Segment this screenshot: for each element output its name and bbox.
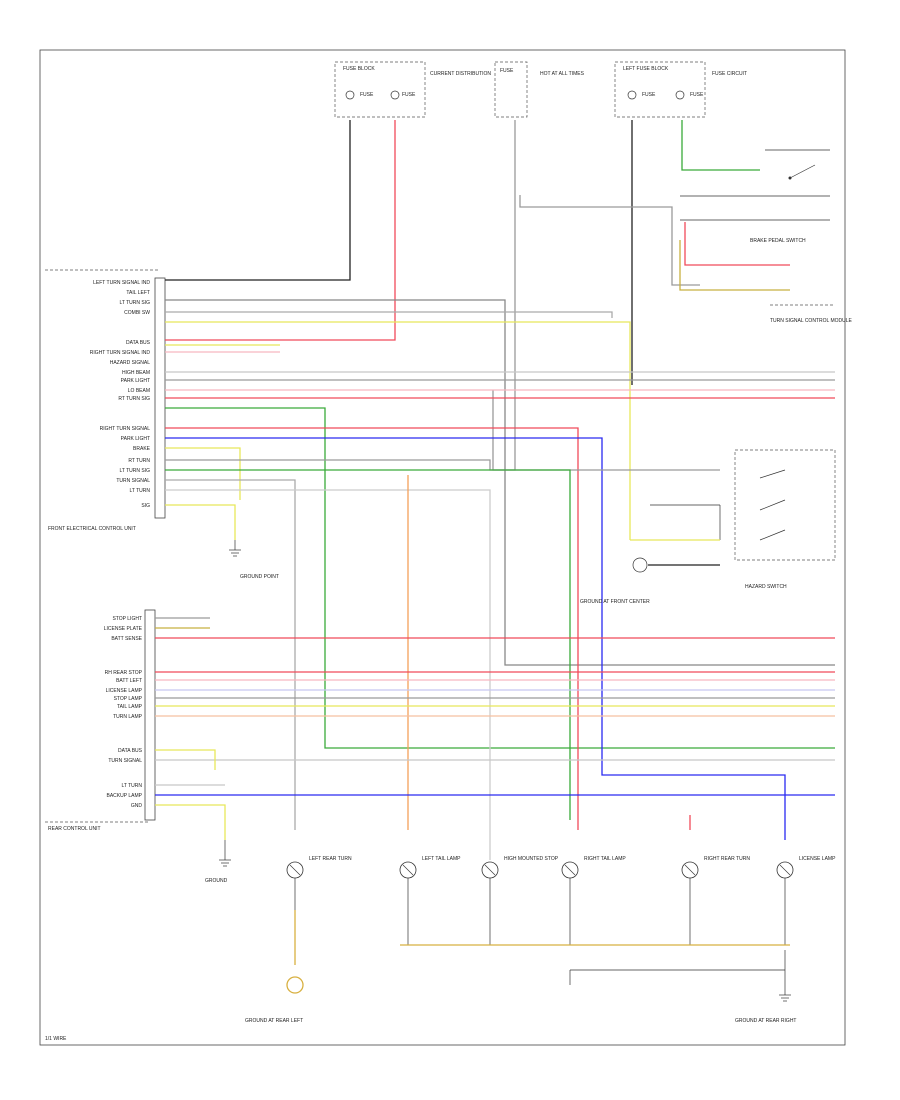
rear-pin-label: TURN SIGNAL bbox=[108, 758, 142, 764]
front-pin-label: RT TURN SIG bbox=[118, 396, 150, 402]
diagram-frame bbox=[39, 49, 846, 1046]
lamp-icon: LEFT REAR TURN bbox=[286, 856, 352, 945]
front-pin-label: LT TURN bbox=[129, 488, 150, 494]
front-pin-label: SIG bbox=[141, 503, 150, 509]
rear-pin-label: GND bbox=[131, 803, 143, 809]
svg-text:FUSE: FUSE bbox=[642, 92, 656, 98]
front-pin-label: HIGH BEAM bbox=[122, 370, 150, 376]
fuse-block-title: FUSE BLOCK bbox=[343, 66, 375, 72]
fuse-block-top-left: FUSE BLOCK FUSE FUSE CURRENT DISTRIBUTIO… bbox=[334, 61, 491, 118]
rear-pin-label: LICENSE PLATE bbox=[104, 626, 143, 632]
svg-text:FUSE CIRCUIT: FUSE CIRCUIT bbox=[712, 71, 747, 77]
lamp-icon: HIGH MOUNTED STOP bbox=[481, 856, 559, 945]
svg-text:FUSE: FUSE bbox=[500, 68, 514, 74]
front-pin-label: RIGHT TURN SIGNAL IND bbox=[90, 350, 151, 356]
svg-text:HOT AT ALL TIMES: HOT AT ALL TIMES bbox=[540, 71, 585, 77]
front-pin-label: LT TURN SIG bbox=[119, 300, 150, 306]
ground-icon bbox=[219, 840, 231, 867]
front-pin-label: HAZARD SIGNAL bbox=[110, 360, 151, 366]
front-pin-label: PARK LIGHT bbox=[121, 378, 150, 384]
svg-text:LEFT FUSE BLOCK: LEFT FUSE BLOCK bbox=[623, 66, 669, 72]
ground-label-mid: GROUND AT FRONT CENTER bbox=[580, 599, 650, 605]
lamp-label: RIGHT TAIL LAMP bbox=[584, 856, 626, 862]
ground-icon bbox=[229, 540, 241, 557]
svg-text:FUSE: FUSE bbox=[690, 92, 704, 98]
ground-bus bbox=[286, 910, 790, 994]
fuse-block-top-mid: FUSE HOT AT ALL TIMES bbox=[494, 61, 585, 118]
svg-text:CURRENT DISTRIBUTION: CURRENT DISTRIBUTION bbox=[430, 71, 491, 77]
front-pin-label: TAIL LEFT bbox=[126, 290, 150, 296]
front-bus-wires bbox=[165, 299, 835, 860]
lamp-label: HIGH MOUNTED STOP bbox=[504, 856, 559, 862]
lamp-icon: RIGHT TAIL LAMP bbox=[561, 856, 626, 945]
front-pin-label: LT TURN SIG bbox=[119, 468, 150, 474]
rear-pin-label: TAIL LAMP bbox=[117, 704, 143, 710]
front-pin-label: LO BEAM bbox=[128, 388, 150, 394]
rear-pin-label: LICENSE LAMP bbox=[106, 688, 143, 694]
svg-text:HAZARD SWITCH: HAZARD SWITCH bbox=[745, 584, 787, 590]
hazard-switch: HAZARD SWITCH bbox=[734, 449, 836, 590]
lamp-icon: RIGHT REAR TURN bbox=[681, 856, 750, 945]
rear-pin-label: DATA BUS bbox=[118, 748, 143, 754]
rear-pin-label: BACKUP LAMP bbox=[107, 793, 143, 799]
front-pin-label: DATA BUS bbox=[126, 340, 151, 346]
front-pin-label: TURN SIGNAL bbox=[116, 478, 150, 484]
svg-text:FUSE: FUSE bbox=[402, 92, 416, 98]
rear-control-unit: REAR CONTROL UNIT bbox=[45, 609, 156, 832]
fuse-block-top-right: LEFT FUSE BLOCK FUSE FUSE FUSE CIRCUIT bbox=[614, 61, 747, 118]
lamp-icon: LICENSE LAMP bbox=[776, 856, 836, 945]
rear-pin-label: TURN LAMP bbox=[113, 714, 143, 720]
front-pin-label: PARK LIGHT bbox=[121, 436, 150, 442]
footer-code: 1/1 WIRE bbox=[45, 1036, 67, 1042]
front-pin-label: LEFT TURN SIGNAL IND bbox=[93, 280, 150, 286]
ground-icon bbox=[779, 985, 791, 1002]
ground-label-front: GROUND POINT bbox=[240, 574, 279, 580]
lamp-label: LEFT REAR TURN bbox=[309, 856, 352, 862]
lamp-label: LEFT TAIL LAMP bbox=[422, 856, 461, 862]
lamp-label: RIGHT REAR TURN bbox=[704, 856, 750, 862]
ground-label-center: GROUND bbox=[205, 878, 228, 884]
rear-pin-label: BATT LEFT bbox=[116, 678, 142, 684]
svg-text:FUSE: FUSE bbox=[360, 92, 374, 98]
brake-pedal-switch: BRAKE PEDAL SWITCH bbox=[680, 149, 830, 244]
rear-bus-wires bbox=[155, 617, 835, 840]
rear-pin-label: LT TURN bbox=[121, 783, 142, 789]
ground-label-rear-right: GROUND AT REAR RIGHT bbox=[735, 1018, 797, 1024]
front-pin-label: RT TURN bbox=[128, 458, 150, 464]
svg-text:REAR CONTROL UNIT: REAR CONTROL UNIT bbox=[48, 826, 101, 832]
lamp-label: LICENSE LAMP bbox=[799, 856, 836, 862]
rear-pin-label: RH REAR STOP bbox=[105, 670, 143, 676]
ground-symbols bbox=[219, 540, 791, 1002]
vertical-wires bbox=[165, 120, 790, 471]
rear-pin-label: BATT SENSE bbox=[111, 636, 142, 642]
rear-pin-label: STOP LIGHT bbox=[112, 616, 142, 622]
rear-pin-labels: STOP LIGHT LICENSE PLATE BATT SENSE RH REAR… bbox=[104, 616, 143, 809]
rear-pin-label: STOP LAMP bbox=[114, 696, 143, 702]
front-pin-label: BRAKE bbox=[133, 446, 151, 452]
front-pin-labels: LEFT TURN SIGNAL IND TAIL LEFT LT TURN SIG… bbox=[90, 280, 151, 509]
brake-switch-label: BRAKE PEDAL SWITCH bbox=[750, 238, 806, 244]
ground-label-rear-left: GROUND AT REAR LEFT bbox=[245, 1018, 303, 1024]
turn-signal-module: TURN SIGNAL CONTROL MODULE bbox=[770, 304, 853, 324]
svg-text:FRONT ELECTRICAL CONTROL UNIT: FRONT ELECTRICAL CONTROL UNIT bbox=[48, 526, 136, 532]
svg-text:TURN SIGNAL CONTROL MODULE: TURN SIGNAL CONTROL MODULE bbox=[770, 318, 853, 324]
lamp-row: LEFT REAR TURN LEFT TAIL LAMP HIGH MOUNTED… bbox=[286, 856, 836, 945]
front-pin-label: COMBI SW bbox=[124, 310, 150, 316]
lamp-icon: LEFT TAIL LAMP bbox=[399, 856, 461, 945]
front-pin-label: RIGHT TURN SIGNAL bbox=[100, 426, 151, 432]
